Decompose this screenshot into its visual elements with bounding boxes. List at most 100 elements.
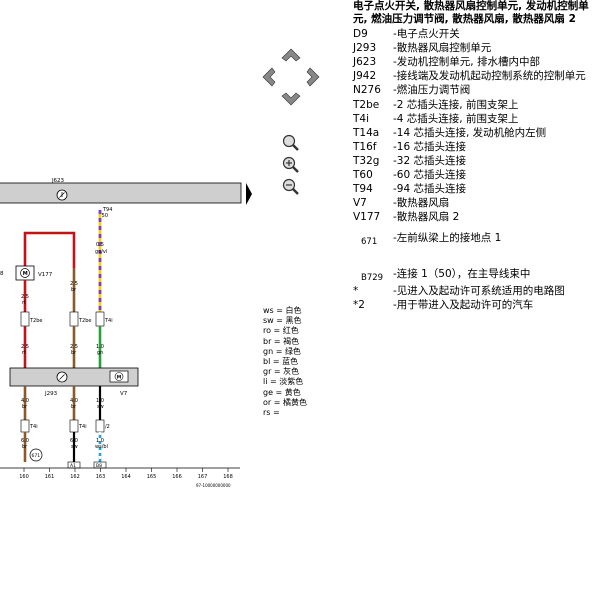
legend-code: *2 xyxy=(353,298,365,311)
column-number: 167 xyxy=(198,474,208,480)
legend-code: J293 xyxy=(353,42,377,55)
wire-color-entry: gr = 灰色 xyxy=(263,367,300,377)
red-color-2: rt xyxy=(22,350,26,356)
wire-color-entry: ws = 白色 xyxy=(263,306,302,315)
legend-desc: -接线端及发动机起动控制系统的控制单元 xyxy=(393,70,586,83)
legend-desc: -连接 1（50），在主导线束中 xyxy=(393,267,531,280)
column-number: 165 xyxy=(147,474,157,480)
legend-row: T14a-14 芯插头连接, 发动机舱内左侧 xyxy=(353,126,602,140)
page-title-line1: 电子点火开关, 散热器风扇控制单元, 发动机控制单 xyxy=(353,0,589,12)
wire-color-entry: bl = 蓝色 xyxy=(263,357,299,367)
conn-t4i-b: T4i xyxy=(29,424,38,430)
legend-row: T94 -94 芯插头连接 xyxy=(353,182,602,196)
ref-b: B8 xyxy=(96,463,102,469)
legend-row: 671-左前纵梁上的接地点 1 xyxy=(353,231,602,247)
ground-671-symbol xyxy=(29,448,43,462)
arrow-left-icon[interactable] xyxy=(262,67,276,87)
legend-desc: -94 芯插头连接 xyxy=(393,183,466,196)
legend-row: T60 -60 芯插头连接 xyxy=(353,168,602,182)
legend-desc: -见进入及起动许可系统适用的电路图 xyxy=(393,284,565,297)
legend-row: V7 -散热器风扇 xyxy=(353,196,602,210)
legend-code: T14a xyxy=(353,126,380,139)
t94-label: T94 xyxy=(102,207,112,213)
column-number: 162 xyxy=(70,474,80,480)
arrow-up-icon[interactable] xyxy=(281,48,301,62)
nav-arrows xyxy=(262,48,320,106)
legend-row: T16f-16 芯插头连接 xyxy=(353,140,602,154)
footer-code: 97-10000000000 xyxy=(196,483,231,488)
lower-a-color: br xyxy=(22,404,28,410)
ground-671-label: 671 xyxy=(32,453,41,459)
legend-row: T4i-4 芯插头连接, 前围支架上 xyxy=(353,112,602,126)
legend-desc: -散热器风扇 2 xyxy=(393,211,460,224)
legend-code: D9 xyxy=(353,28,368,40)
brown-color: br xyxy=(71,287,77,293)
legend-desc: -32 芯插头连接 xyxy=(393,154,466,167)
legend-desc: -散热器风扇控制单元 xyxy=(393,42,492,55)
column-number: 161 xyxy=(45,474,55,480)
legend-row: J293 -散热器风扇控制单元 xyxy=(353,41,602,55)
zoom-fit-icon[interactable] xyxy=(281,134,301,152)
legend-row: J623-发动机控制单元, 排水槽内中部 xyxy=(353,55,602,69)
bottom-c-size: 1.0 xyxy=(96,438,104,444)
green-size: 1.0 xyxy=(96,344,104,350)
legend-row: *-见进入及起动许可系统适用的电路图 xyxy=(353,284,602,298)
legend-row: D9 -电子点火开关 xyxy=(353,27,602,41)
fan-v7-label: V7 xyxy=(120,391,128,397)
legend-desc: -燃油压力调节阀 xyxy=(393,84,471,97)
wire-red xyxy=(23,231,76,268)
t94-pin: /50 xyxy=(100,213,108,219)
legend-row: T2be -2 芯插头连接, 前围支架上 xyxy=(353,98,602,112)
wire-color-entry: rs = xyxy=(263,408,280,418)
column-number: 160 xyxy=(19,474,29,480)
legend-row: V177 -散热器风扇 2 xyxy=(353,210,602,224)
legend-desc: -电子点火开关 xyxy=(393,28,460,40)
conn-t4i-a: T4i xyxy=(104,318,113,324)
legend-panel: 电子点火开关, 散热器风扇控制单元, 发动机控制单 元, 燃油压力调节阀, 散热… xyxy=(353,0,602,26)
wire-color-entry: sw = 黑色 xyxy=(263,316,302,326)
legend-desc: -2 芯插头连接, 前围支架上 xyxy=(393,98,519,111)
green-color: gn xyxy=(97,350,103,356)
legend-row: J942-接线端及发动机起动控制系统的控制单元 xyxy=(353,69,602,83)
legend-code: V7 xyxy=(353,197,367,210)
legend-row: *2-用于带进入及起动许可的汽车 xyxy=(353,298,602,312)
arrow-right-icon[interactable] xyxy=(306,67,320,87)
fan-v177-label: V177 xyxy=(38,272,53,278)
zoom-out-icon[interactable] xyxy=(281,178,301,196)
legend-desc: -60 芯插头连接 xyxy=(393,169,466,181)
lower-b-size: 4.0 xyxy=(70,398,78,404)
column-number: 166 xyxy=(172,474,182,480)
zoom-in-icon[interactable] xyxy=(281,156,301,174)
conn-t4i-c: T4i xyxy=(78,424,87,430)
lower-b-color: br xyxy=(71,404,77,410)
legend-code: 671 xyxy=(361,237,378,248)
red-size-2: 2.5 xyxy=(21,344,29,350)
wire-color-entry: li = 淡紫色 xyxy=(263,377,304,387)
column-number: 163 xyxy=(96,474,106,480)
left-fragment: 8 xyxy=(0,271,4,277)
legend-row: T32g-32 芯插头连接 xyxy=(353,154,602,168)
legend-code: T2be xyxy=(353,98,380,111)
svg-text:M: M xyxy=(117,375,122,381)
legend-desc: -4 芯插头连接, 前围支架上 xyxy=(393,112,519,125)
lower-c-color: sw xyxy=(97,404,104,410)
legend-code: V177 xyxy=(353,211,381,224)
arrow-down-icon[interactable] xyxy=(281,92,301,106)
bottom-a-size: 6.0 xyxy=(21,438,29,444)
legend-code: T94 xyxy=(353,183,373,196)
page-arrow-right-icon[interactable] xyxy=(246,183,252,205)
wire-color-entry: ge = 黄色 xyxy=(263,387,301,397)
column-number: 164 xyxy=(121,474,131,480)
ecu-j293-label: J293 xyxy=(44,391,58,397)
legend-desc: -散热器风扇 xyxy=(393,197,450,210)
ecu-j623-bar xyxy=(0,182,242,204)
legend-code: T60 xyxy=(353,169,373,181)
bottom-c-color: ws/bl xyxy=(95,444,108,450)
legend-code: J623 xyxy=(353,56,377,69)
red-color: rt xyxy=(22,300,26,306)
lower-c-size: 1.0 xyxy=(96,398,104,404)
column-number: 168 xyxy=(223,474,233,480)
lower-a-size: 4.0 xyxy=(21,398,29,404)
red-size: 2.5 xyxy=(21,294,29,300)
